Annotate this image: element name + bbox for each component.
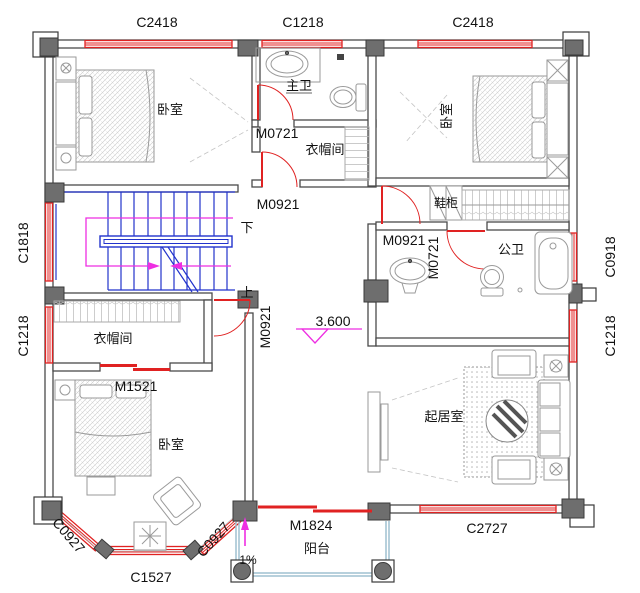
sink-icon-public-bath [389, 257, 431, 294]
window-label: C2418 [452, 14, 493, 30]
bay-window-seat [63, 517, 234, 552]
door-label: M0921 [257, 196, 300, 212]
stair-up-label: 上 [240, 285, 253, 300]
ottoman-symbol [86, 476, 116, 496]
window-label: C1818 [15, 222, 31, 263]
slope-label: 1% [239, 553, 257, 567]
window-label: C2418 [136, 14, 177, 30]
plant-symbol [133, 521, 167, 551]
room-label-bedroom: 卧室 [157, 102, 183, 117]
balcony-column [374, 562, 392, 580]
window-label: C1527 [130, 569, 171, 585]
sight-line [391, 377, 459, 401]
wardrobe-closet-top [344, 126, 370, 181]
window-c2727-bottom [419, 504, 557, 514]
window-c1218-right [568, 309, 578, 363]
toilet-icon-public-bath [480, 265, 504, 297]
window-label: C2727 [466, 520, 507, 536]
sight-line [189, 77, 249, 123]
sofa-set-symbol [463, 349, 571, 485]
room-label-bedroom: 卧室 [158, 437, 184, 452]
window-c2418-top-right [417, 39, 533, 49]
wardrobe-strip-right [461, 189, 570, 221]
door-closet-top-hall [261, 151, 298, 188]
tv-symbol [367, 391, 389, 473]
slope-arrow [241, 517, 249, 546]
window-label: C0918 [602, 236, 618, 277]
bed-symbol-bottom-left [54, 379, 152, 477]
door-public-bath [446, 230, 486, 270]
door-label: M1521 [115, 378, 158, 394]
columns [32, 31, 597, 583]
stair-break-line [161, 246, 193, 293]
shoe-cabinet-symbol [429, 185, 463, 221]
armchair-symbol [153, 476, 201, 526]
door-label: M0721 [425, 236, 441, 279]
door-slide-balcony [258, 505, 372, 513]
cabinet-label: 鞋柜 [434, 195, 458, 210]
balcony-column [233, 562, 251, 580]
door-bedroom-bottom-left [213, 299, 251, 337]
stair-down-label: 下 [240, 220, 253, 235]
vent-icon [337, 54, 344, 60]
door-label: M1824 [290, 517, 333, 533]
room-label-balcony: 阳台 [304, 541, 330, 556]
stair-walk-line [85, 217, 233, 267]
staircase [60, 191, 235, 293]
floor-drain-icon [517, 287, 523, 293]
bed-symbol-top-right [472, 59, 569, 179]
bathtub-icon [534, 231, 573, 295]
door-label: M0921 [383, 232, 426, 248]
room-label-public-bath: 公卫 [498, 242, 524, 257]
sight-line [391, 467, 459, 483]
door-slide-closet [100, 364, 170, 371]
window-c1218-left [44, 306, 54, 364]
window-c1218-top-center [261, 39, 343, 49]
furniture [53, 47, 573, 551]
door-label: M0921 [257, 305, 273, 348]
balcony-railing [235, 521, 390, 577]
round-table-symbol [485, 399, 529, 443]
window-label: C0927 [194, 518, 234, 560]
window-label: C1218 [602, 315, 618, 356]
room-label-closet-top: 衣帽间 [305, 142, 344, 157]
room-label-closet-bottom: 衣帽间 [93, 331, 132, 346]
toilet-icon-master-bath [329, 83, 367, 112]
room-label-living: 起居室 [424, 409, 463, 424]
window-c1818-left [44, 202, 57, 282]
door-bedroom-top-right [381, 185, 421, 225]
window-label: C1218 [282, 14, 323, 30]
room-label-bedroom: 卧室 [439, 103, 454, 129]
sight-line [399, 91, 448, 139]
sight-line [404, 94, 448, 144]
door-master-bath [257, 84, 294, 121]
window-c2418-top-left [84, 39, 233, 49]
wardrobe-closet-bottom [53, 300, 181, 323]
elevation-marker [296, 328, 362, 344]
room-label-master-bath: 主卫 [286, 78, 312, 93]
doors [100, 84, 486, 513]
bed-symbol-top-left [55, 56, 155, 171]
elevation-label: 3.600 [315, 313, 350, 329]
window-label: C1218 [15, 315, 31, 356]
sight-line [189, 129, 249, 163]
door-label: M0721 [256, 125, 299, 141]
sink-icon-master-bath [255, 47, 321, 83]
